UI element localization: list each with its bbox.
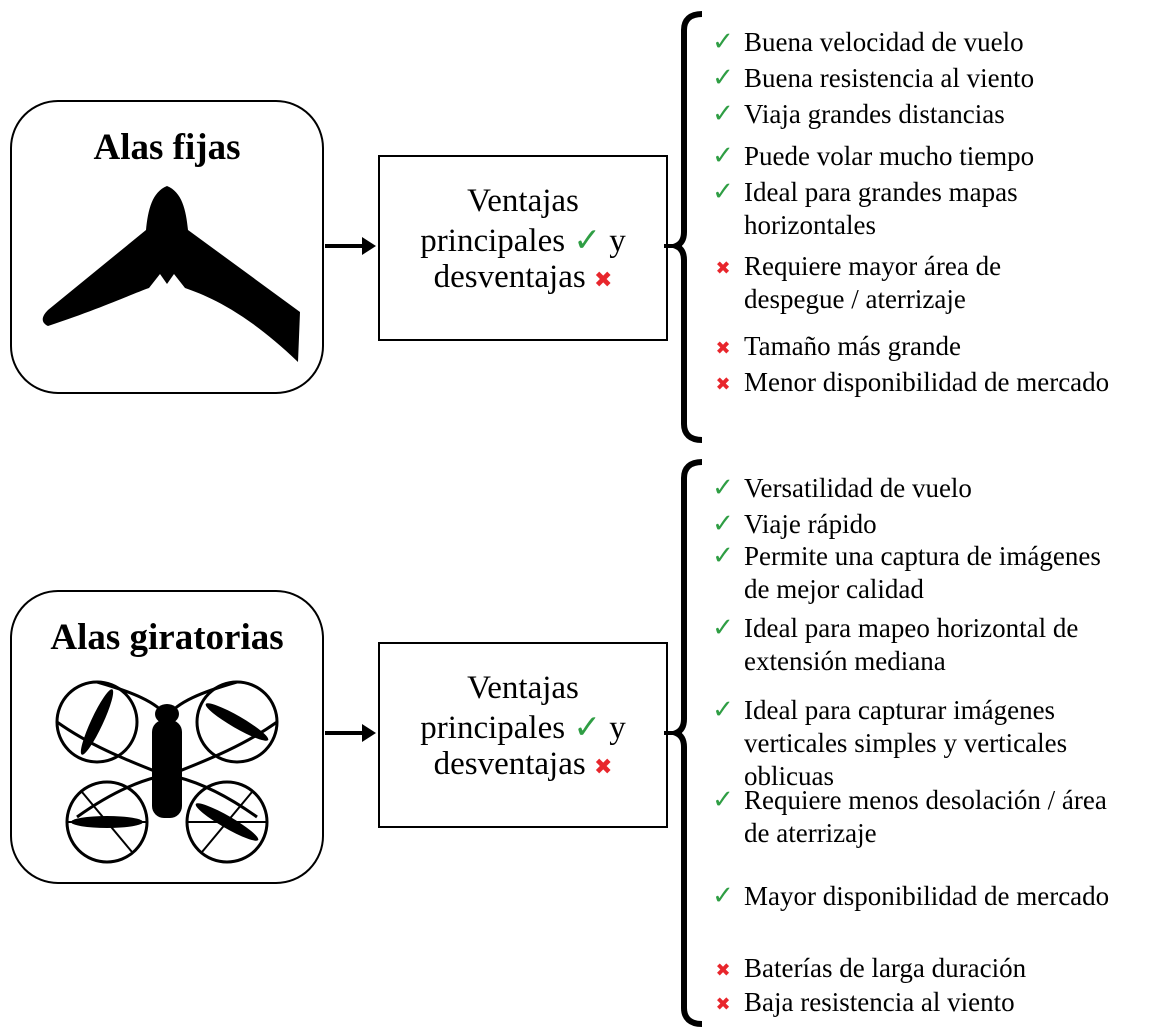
list-item-line: despegue / aterrizaje: [744, 284, 966, 314]
list-item-line: Puede volar mucho tiempo: [744, 141, 1035, 171]
cross-icon: ✖: [715, 338, 731, 359]
list-item-text: Buena velocidad de vuelo: [744, 26, 1170, 59]
box-line-3-text: desventajas: [433, 259, 586, 295]
box-line-2-tail: y: [609, 710, 626, 746]
box-line-3-text: desventajas: [433, 746, 586, 782]
list-item-line: verticales simples y verticales: [744, 728, 1068, 758]
check-icon: ✓: [712, 27, 734, 57]
rotary-advantages-box: Ventajas principales ✓ y desventajas ✖: [378, 642, 668, 828]
list-item-line: Buena resistencia al viento: [744, 63, 1035, 93]
list-item-text: Viaje rápido: [744, 508, 1170, 541]
check-icon: ✓: [712, 509, 734, 539]
list-item-line: Requiere menos desolación / área: [744, 785, 1107, 815]
box-line-1: Ventajas: [467, 670, 579, 706]
check-icon: ✓: [712, 99, 734, 129]
cross-icon: ✖: [715, 960, 731, 981]
list-item-line: Permite una captura de imágenes: [744, 541, 1101, 571]
list-item-line: Buena velocidad de vuelo: [744, 27, 1024, 57]
list-item-line: Viaje rápido: [744, 509, 877, 539]
arrow-rotary: [325, 724, 376, 742]
list-item-text: Tamaño más grande: [744, 330, 1170, 363]
box-line-1: Ventajas: [467, 183, 579, 219]
rotary-wing-card: Alas giratorias: [10, 590, 324, 884]
check-icon: ✓: [712, 473, 734, 503]
list-item-line: Tamaño más grande: [744, 331, 962, 361]
cross-icon: ✖: [715, 374, 731, 395]
list-item-text: Puede volar mucho tiempo: [744, 140, 1170, 173]
list-item-text: Baja resistencia al viento: [744, 986, 1170, 1019]
check-icon: ✓: [712, 141, 734, 171]
quadcopter-drone-icon: [55, 680, 279, 864]
check-icon: ✓: [573, 220, 601, 259]
list-item-line: Ideal para grandes mapas: [744, 177, 1018, 207]
box-line-2-text: principales: [420, 223, 566, 259]
box-line-3: desventajas ✖: [380, 259, 666, 299]
list-item-line: Baja resistencia al viento: [744, 987, 1015, 1017]
brace-fixed: [667, 11, 703, 443]
list-item-line: de aterrizaje: [744, 818, 877, 848]
box-line-2: principales ✓ y: [380, 708, 666, 747]
list-item-line: de mejor calidad: [744, 574, 924, 604]
box-line-2: principales ✓ y: [380, 221, 666, 260]
list-item-line: horizontales: [744, 210, 876, 240]
list-item-line: Ideal para capturar imágenes: [744, 695, 1056, 725]
check-icon: ✓: [712, 63, 734, 93]
list-item-text: Viaja grandes distancias: [744, 98, 1170, 131]
cross-icon: ✖: [715, 994, 731, 1015]
check-icon: ✓: [712, 177, 734, 207]
list-item-line: Mayor disponibilidad de mercado: [744, 881, 1110, 911]
list-item-text: Baterías de larga duración: [744, 952, 1170, 985]
list-item-line: extensión mediana: [744, 646, 946, 676]
check-icon: ✓: [712, 541, 734, 571]
check-icon: ✓: [712, 785, 734, 815]
box-line-2-text: principales: [420, 710, 566, 746]
check-icon: ✓: [712, 613, 734, 643]
list-item-line: Requiere mayor área de: [744, 251, 1002, 281]
list-item-line: oblicuas: [744, 761, 834, 791]
cross-icon: ✖: [715, 258, 731, 279]
list-item-text: Mayor disponibilidad de mercado: [744, 880, 1170, 913]
check-icon: ✓: [573, 707, 601, 746]
list-item-line: Menor disponibilidad de mercado: [744, 367, 1110, 397]
list-item-text: Menor disponibilidad de mercado: [744, 366, 1170, 399]
list-item-line: Baterías de larga duración: [744, 953, 1027, 983]
list-item-line: Viaja grandes distancias: [744, 99, 1005, 129]
list-item-text: Versatilidad de vuelo: [744, 472, 1170, 505]
rotary-wing-title: Alas giratorias: [50, 617, 284, 658]
list-item-line: Versatilidad de vuelo: [744, 473, 972, 503]
check-icon: ✓: [712, 695, 734, 725]
fixed-wing-card: Alas fijas: [10, 100, 324, 394]
list-item-line: Ideal para mapeo horizontal de: [744, 613, 1079, 643]
list-item-text: Buena resistencia al viento: [744, 62, 1170, 95]
check-icon: ✓: [712, 881, 734, 911]
fixed-wing-title: Alas fijas: [93, 127, 241, 168]
box-line-2-tail: y: [609, 223, 626, 259]
cross-icon: ✖: [593, 755, 613, 780]
arrow-fixed: [325, 237, 376, 255]
cross-icon: ✖: [593, 268, 613, 293]
box-line-3: desventajas ✖: [380, 746, 666, 786]
fixed-wing-drone-icon: [42, 186, 300, 362]
brace-rotary: [667, 459, 703, 1027]
